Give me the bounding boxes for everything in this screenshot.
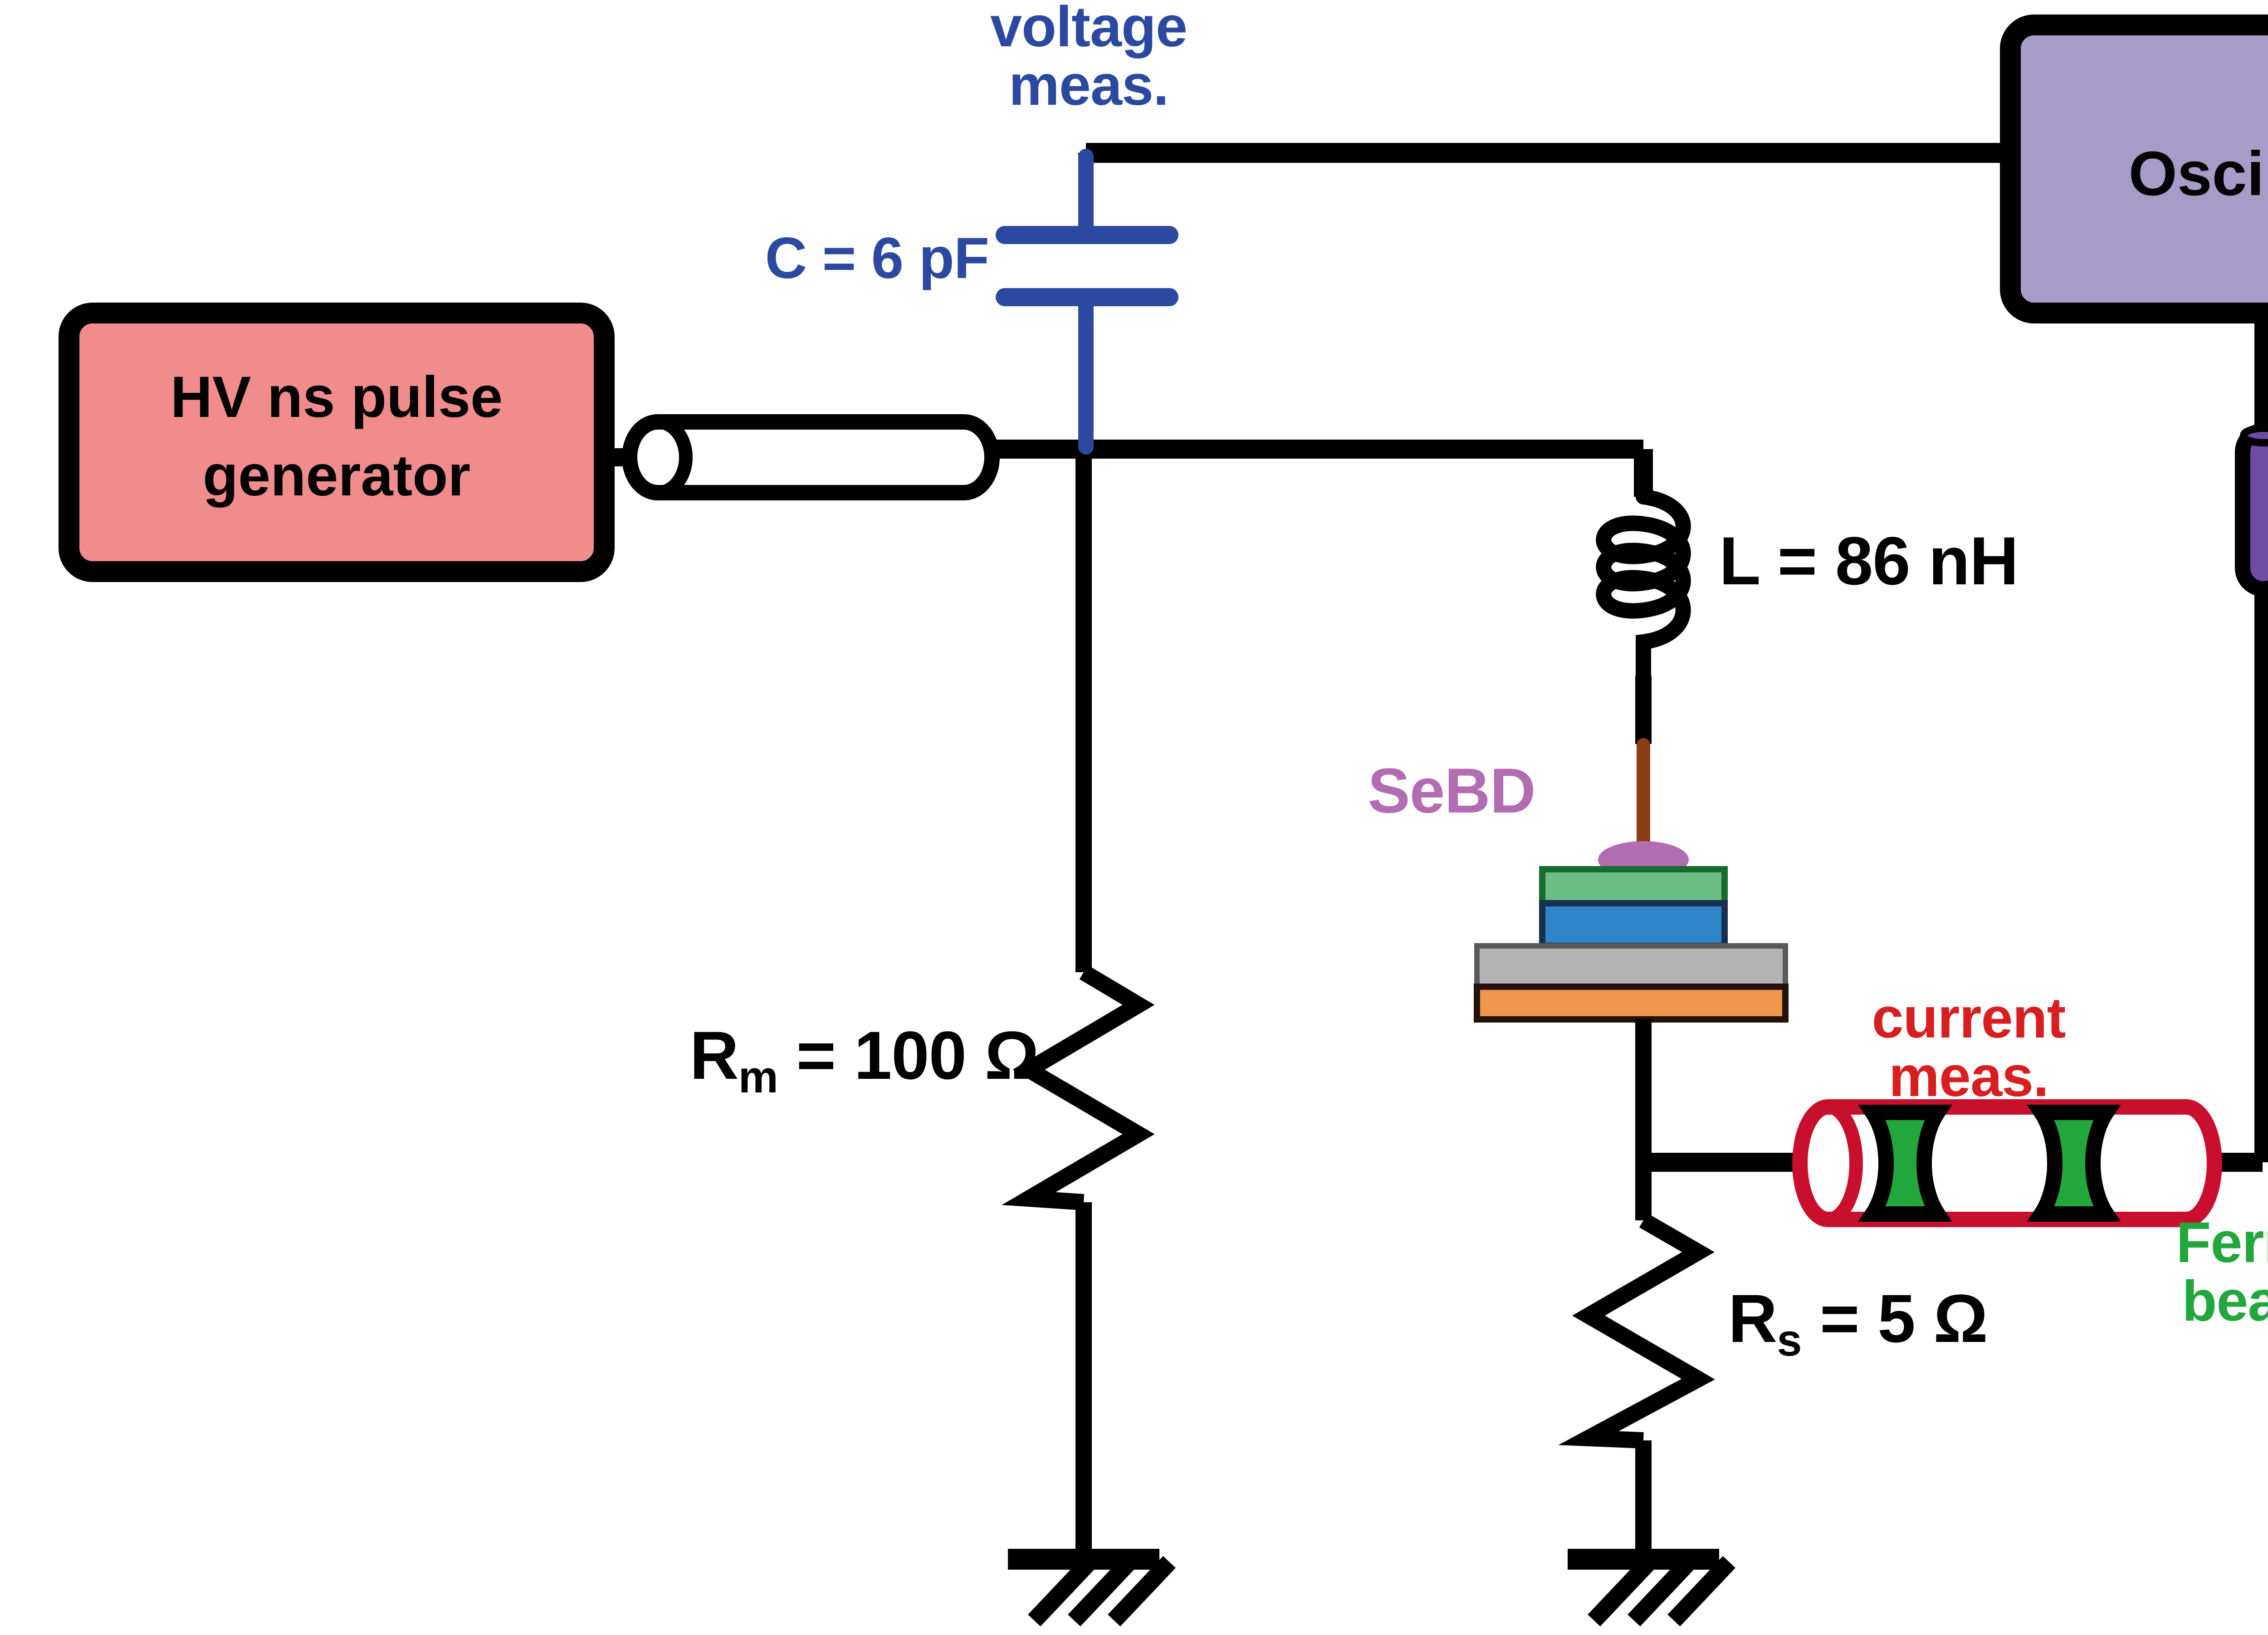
resistor-rm-symbol xyxy=(1002,965,1155,1210)
sebd-device xyxy=(1474,738,1789,1162)
capacitor-label: C = 6 pF xyxy=(765,226,989,291)
dielectric-layer xyxy=(1539,900,1728,949)
rm-symbol: R xyxy=(689,1017,738,1093)
capacitor-symbol xyxy=(996,149,1178,455)
ferrite-bead-1 xyxy=(1858,1105,1952,1222)
oscilloscope-box[interactable] xyxy=(2000,15,2268,323)
top-electrode-layer xyxy=(1539,866,1728,906)
ferrite-beads-line1: Ferrite xyxy=(2176,1210,2268,1274)
generator-label-line1: HV ns pulse xyxy=(170,365,503,430)
ferrite-bead-2 xyxy=(2027,1105,2121,1222)
oscilloscope-label: Oscilloscope xyxy=(2128,139,2268,209)
resistor-rs-symbol xyxy=(1558,1213,1715,1449)
rm-unit: Ω xyxy=(984,1017,1039,1093)
sebd-label: SeBD xyxy=(1368,755,1535,826)
ferrite-beads-label: Ferritebeads xyxy=(2059,1213,2268,1333)
ferrite-bead-cable xyxy=(1792,1099,2222,1227)
voltage-meas-line1: voltage xyxy=(990,0,1188,59)
current-meas-line1: current xyxy=(1872,986,2066,1050)
inductor-symbol xyxy=(1596,489,1691,684)
current-meas-line2: meas. xyxy=(1888,1044,2049,1108)
inductor-label: L = 86 nH xyxy=(1719,523,2019,599)
bottom-electrode-layer xyxy=(1474,984,1789,1023)
coaxial-cable-generator xyxy=(622,414,1000,500)
resistor-rm-label: Rm = 100 Ω xyxy=(689,1017,1039,1102)
ground-symbol-right xyxy=(1568,1549,1735,1627)
rs-unit: Ω xyxy=(1933,1280,1988,1356)
ground-symbol-left xyxy=(1008,1549,1176,1627)
rs-subscript: s xyxy=(1777,1314,1802,1365)
wire-network xyxy=(601,143,2268,1559)
rs-symbol: R xyxy=(1728,1280,1777,1356)
ferrite-beads-line2: beads xyxy=(2182,1268,2268,1333)
rm-value: 100 xyxy=(854,1017,967,1093)
generator-label-line2: generator xyxy=(202,443,471,508)
resistor-rs-label: Rs = 5 Ω xyxy=(1728,1280,1988,1365)
hv-pulse-generator-label: HV ns pulse generator xyxy=(69,358,604,515)
attenuator-component[interactable] xyxy=(2235,423,2268,597)
rs-value: 5 xyxy=(1877,1280,1915,1356)
hv-pulse-generator-box[interactable] xyxy=(59,303,615,582)
substrate-layer xyxy=(1474,943,1788,989)
rm-subscript: m xyxy=(738,1051,778,1102)
voltage-meas-line2: meas. xyxy=(1008,53,1169,117)
